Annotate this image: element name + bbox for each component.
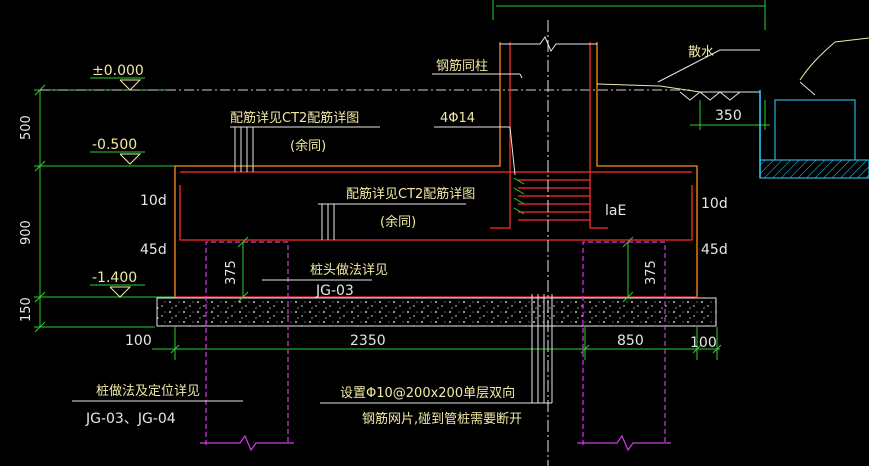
note-rebar-detail-1: 配筋详见CT2配筋详图 <box>230 110 359 126</box>
note-rebar-detail-2: 配筋详见CT2配筋详图 <box>346 186 475 202</box>
dim-100-right: 100 <box>690 335 717 351</box>
note-rebar-column: 钢筋同柱 <box>436 58 488 74</box>
note-pile-head: 桩头做法详见 <box>310 263 388 278</box>
level-bottom: -1.400 <box>92 270 137 286</box>
drain-trench <box>759 90 869 179</box>
note-apron: 散水 <box>688 45 714 60</box>
dim-900: 900 <box>19 220 34 245</box>
dim-150: 150 <box>19 297 34 322</box>
note-rebar-detail-1-sub: (余同) <box>290 138 326 154</box>
dim-500: 500 <box>19 115 34 140</box>
note-pile-head-ref: JG-03 <box>315 283 354 299</box>
footing-outline <box>174 42 698 298</box>
anchor-45d-left: 45d <box>140 242 167 258</box>
dim-100-left: 100 <box>125 333 152 349</box>
note-mesh-2: 钢筋网片,碰到管桩需要断开 <box>362 411 522 427</box>
pile-breaks <box>200 434 671 452</box>
dim-850: 850 <box>617 333 644 349</box>
anchor-10d-left: 10d <box>140 193 167 209</box>
note-4phi14: 4Φ14 <box>440 111 475 126</box>
note-pile-method: 桩做法及定位详见 <box>96 384 200 399</box>
anchor-10d-right: 10d <box>701 196 728 212</box>
piles <box>205 241 666 445</box>
note-mesh-1: 设置Φ10@200x200单层双向 <box>340 385 515 401</box>
apron-trench <box>596 37 869 101</box>
blinding-layer <box>156 297 717 327</box>
pile-dim-375-left: 375 <box>224 260 239 285</box>
pile-dim-lines <box>237 236 634 303</box>
level-markers <box>109 79 142 298</box>
level-mid: -0.500 <box>92 137 137 153</box>
pile-dim-375-right: 375 <box>644 260 659 285</box>
anchor-45d-right: 45d <box>701 242 728 258</box>
note-rebar-detail-2-sub: (余同) <box>380 214 416 230</box>
dim-2350: 2350 <box>350 333 386 349</box>
anchor-lae: laE <box>605 203 626 219</box>
level-top: ±0.000 <box>92 63 144 79</box>
dimension-lines <box>34 0 770 360</box>
stirrup-ticks <box>513 177 525 215</box>
dim-350: 350 <box>715 108 742 124</box>
rebar-lines <box>179 42 693 241</box>
note-pile-method-ref: JG-03、JG-04 <box>85 411 176 427</box>
leader-lines <box>72 49 760 404</box>
